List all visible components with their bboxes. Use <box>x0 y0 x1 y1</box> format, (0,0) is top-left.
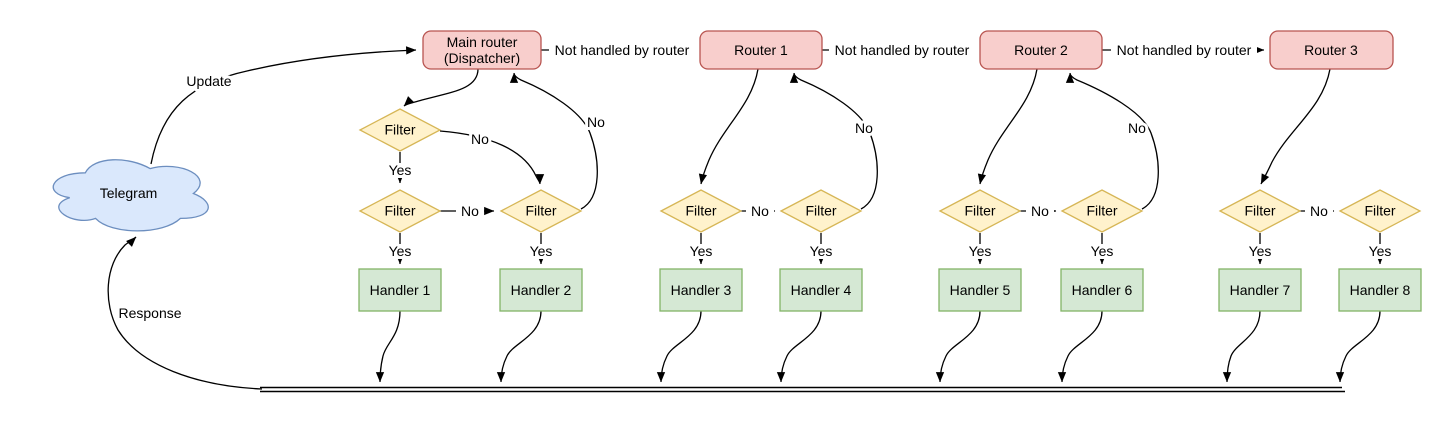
filter-r2-left-node: Filter <box>938 189 1022 233</box>
response-label: Response <box>118 305 181 321</box>
edge-update <box>150 46 417 165</box>
router-2-node: Router 2 <box>979 30 1103 70</box>
no-label: No <box>461 203 479 219</box>
filter-label: Filter <box>964 203 995 219</box>
edge-labels: Update Response Not handled by router No… <box>115 39 1394 324</box>
edge-r2-no-return <box>1065 72 1159 210</box>
filter-r2-right-node: Filter <box>1060 189 1144 233</box>
router-3-label: Router 3 <box>1304 42 1358 58</box>
not-handled-label-3: Not handled by router <box>1117 42 1252 58</box>
edge-r1-no-return <box>789 72 878 210</box>
telegram-cloud-node: Telegram <box>52 159 209 232</box>
edge-r1-to-filter <box>698 68 759 185</box>
handler-5-node: Handler 5 <box>938 268 1022 312</box>
filter-main-right-node: Filter <box>499 189 583 233</box>
main-router-node: Main router(Dispatcher) <box>422 30 542 70</box>
yes-label: Yes <box>389 162 412 178</box>
router-3-node: Router 3 <box>1269 30 1394 70</box>
handler-1-node: Handler 1 <box>358 268 442 312</box>
no-label: No <box>751 203 769 219</box>
edge-handler4-to-bus <box>776 310 822 383</box>
filter-label: Filter <box>1364 203 1395 219</box>
yes-label: Yes <box>1369 243 1392 259</box>
handler-2-node: Handler 2 <box>499 268 583 312</box>
filter-label: Filter <box>384 203 415 219</box>
edge-r2-to-filter <box>977 68 1038 185</box>
handler-6-node: Handler 6 <box>1060 268 1144 312</box>
edges <box>107 45 1385 393</box>
edge-handler7-to-bus <box>1222 310 1261 383</box>
not-handled-label-1: Not handled by router <box>555 42 690 58</box>
cloud-shape <box>52 159 209 232</box>
yes-label: Yes <box>530 243 553 259</box>
filter-label: Filter <box>685 203 716 219</box>
edge-r3-to-filter <box>1260 68 1331 185</box>
event-bus-line <box>260 386 1345 393</box>
filter-label: Filter <box>525 203 556 219</box>
edge-handler2-to-bus <box>496 310 542 383</box>
router-1-label: Router 1 <box>734 42 788 58</box>
handler-6-label: Handler 6 <box>1072 282 1133 298</box>
filter-label: Filter <box>1086 203 1117 219</box>
telegram-label: Telegram <box>100 185 158 201</box>
edge-response <box>107 236 263 390</box>
edge-handler1-to-bus <box>375 310 401 383</box>
edge-filter-c-no-return <box>509 72 598 210</box>
yes-label: Yes <box>1249 243 1272 259</box>
no-label: No <box>587 114 605 130</box>
handler-1-label: Handler 1 <box>370 282 431 298</box>
main-router-label: Main router(Dispatcher) <box>444 34 520 66</box>
handler-4-label: Handler 4 <box>791 282 852 298</box>
edge-handler8-to-bus <box>1335 310 1381 383</box>
yes-label: Yes <box>690 243 713 259</box>
handler-7-label: Handler 7 <box>1230 282 1291 298</box>
no-label: No <box>1031 203 1049 219</box>
handler-5-label: Handler 5 <box>950 282 1011 298</box>
filter-main-top-node: Filter <box>358 108 442 152</box>
router-2-label: Router 2 <box>1014 42 1068 58</box>
edge-main-to-filter-a <box>403 68 479 107</box>
filter-label: Filter <box>384 122 415 138</box>
handler-7-node: Handler 7 <box>1218 268 1302 312</box>
filter-r3-left-node: Filter <box>1218 189 1302 233</box>
edge-handler3-to-bus <box>656 310 702 383</box>
filter-label: Filter <box>1244 203 1275 219</box>
edge-handler6-to-bus <box>1057 310 1103 383</box>
yes-label: Yes <box>389 243 412 259</box>
yes-label: Yes <box>1091 243 1114 259</box>
filter-r1-right-node: Filter <box>779 189 863 233</box>
not-handled-label-2: Not handled by router <box>835 42 970 58</box>
handler-3-node: Handler 3 <box>659 268 743 312</box>
filter-label: Filter <box>805 203 836 219</box>
no-label: No <box>1128 120 1146 136</box>
handler-8-node: Handler 8 <box>1338 268 1422 312</box>
no-label: No <box>855 120 873 136</box>
handler-2-label: Handler 2 <box>511 282 572 298</box>
handler-3-label: Handler 3 <box>671 282 732 298</box>
handler-8-label: Handler 8 <box>1350 282 1411 298</box>
filter-main-left-node: Filter <box>358 189 442 233</box>
edge-filter-a-no <box>439 130 545 185</box>
filter-r3-right-node: Filter <box>1338 189 1422 233</box>
yes-label: Yes <box>969 243 992 259</box>
yes-label: Yes <box>810 243 833 259</box>
edge-handler5-to-bus <box>935 310 981 383</box>
filter-r1-left-node: Filter <box>659 189 743 233</box>
update-label: Update <box>186 73 231 89</box>
handler-4-node: Handler 4 <box>779 268 863 312</box>
router-1-node: Router 1 <box>699 30 823 70</box>
no-label: No <box>471 131 489 147</box>
no-label: No <box>1310 203 1328 219</box>
